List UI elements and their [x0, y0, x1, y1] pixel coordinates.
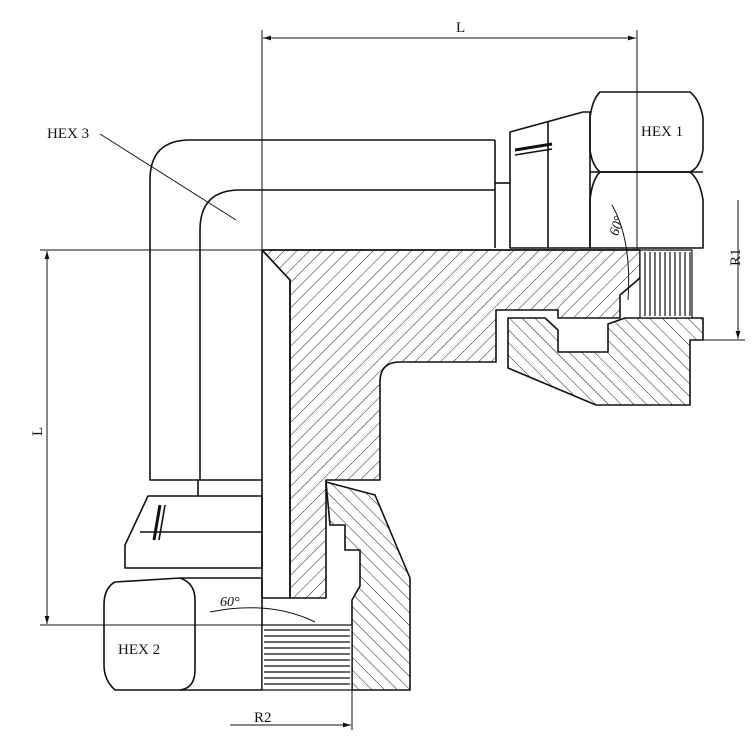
hex3-label: HEX 3 — [47, 126, 89, 142]
hex3-elbow-tube — [149, 139, 510, 481]
angle-arc-bottom — [209, 607, 316, 623]
r1-label: R1 — [728, 248, 744, 266]
right-threads — [639, 249, 693, 319]
lower-ferrule — [124, 480, 263, 569]
angle-label-right: 60° — [607, 214, 627, 238]
dimensions — [40, 30, 745, 730]
hex1-label: HEX 1 — [641, 124, 683, 140]
r2-label: R2 — [254, 710, 272, 726]
dimension-label-left: L — [30, 427, 46, 436]
hex2-label: HEX 2 — [118, 642, 160, 658]
bottom-threads — [261, 624, 353, 691]
angle-arc-right — [611, 204, 630, 301]
hex1-nut — [589, 91, 704, 249]
dimension-label-top: L — [456, 20, 465, 36]
right-nut-section — [507, 317, 704, 406]
hex3-leader — [99, 133, 237, 221]
bottom-nut-section — [325, 481, 411, 691]
upper-ferrule — [509, 111, 591, 249]
angle-label-bottom: 60° — [220, 595, 240, 610]
body-section — [261, 249, 641, 599]
